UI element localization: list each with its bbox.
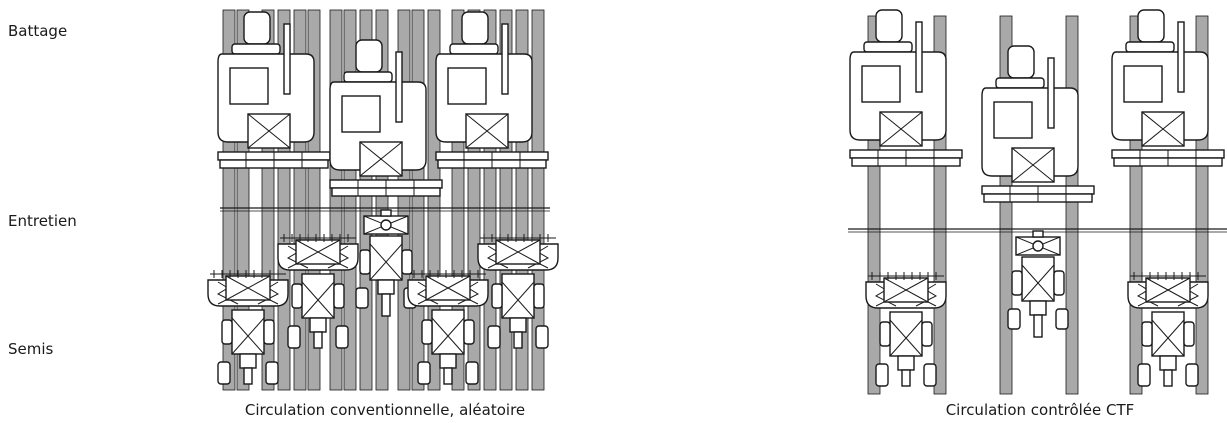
- conventional-traffic-panel: [208, 10, 558, 390]
- caption-conventional: Circulation conventionnelle, aléatoire: [245, 401, 525, 419]
- controlled-traffic-panel: [848, 10, 1227, 394]
- caption-controlled: Circulation contrôlée CTF: [946, 401, 1135, 419]
- seeder-tractor-icon: [208, 270, 288, 384]
- sprayer-tractor-icon: [356, 210, 416, 316]
- sprayer-tractor-icon: [1008, 231, 1068, 337]
